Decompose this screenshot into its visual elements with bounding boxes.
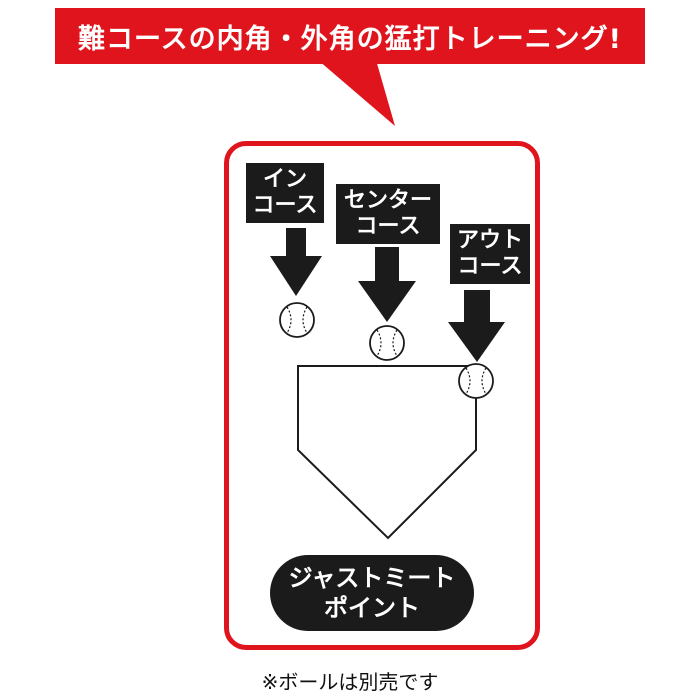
baseball-icon bbox=[369, 325, 405, 361]
footnote: ※ボールは別売です bbox=[261, 670, 439, 694]
outside-course-line1: アウト bbox=[456, 228, 523, 253]
just-meet-point-badge: ジャストミート ポイント bbox=[270, 555, 474, 631]
center-course-line2: コース bbox=[355, 214, 421, 239]
inside-course-line1: イン bbox=[262, 167, 307, 192]
inside-course-label: イン コース bbox=[246, 163, 324, 223]
baseball-icon bbox=[458, 363, 494, 399]
home-plate bbox=[297, 365, 477, 540]
headline-text: 難コースの内角・外角の猛打トレーニング! bbox=[78, 23, 622, 55]
arrow-down-icon bbox=[448, 290, 505, 362]
baseball-icon bbox=[279, 302, 315, 338]
diagram-frame bbox=[224, 141, 540, 650]
just-meet-point-line2: ポイント bbox=[324, 594, 420, 622]
just-meet-point-line1: ジャストミート bbox=[288, 564, 456, 592]
outside-course-label: アウト コース bbox=[450, 224, 530, 284]
center-course-line1: センター bbox=[343, 188, 432, 213]
headline-banner: 難コースの内角・外角の猛打トレーニング! bbox=[55, 8, 645, 64]
center-course-label: センター コース bbox=[336, 184, 440, 244]
arrow-down-icon bbox=[270, 228, 322, 296]
arrow-down-icon bbox=[358, 247, 416, 322]
inside-course-line2: コース bbox=[252, 193, 318, 218]
outside-course-line2: コース bbox=[457, 254, 523, 279]
